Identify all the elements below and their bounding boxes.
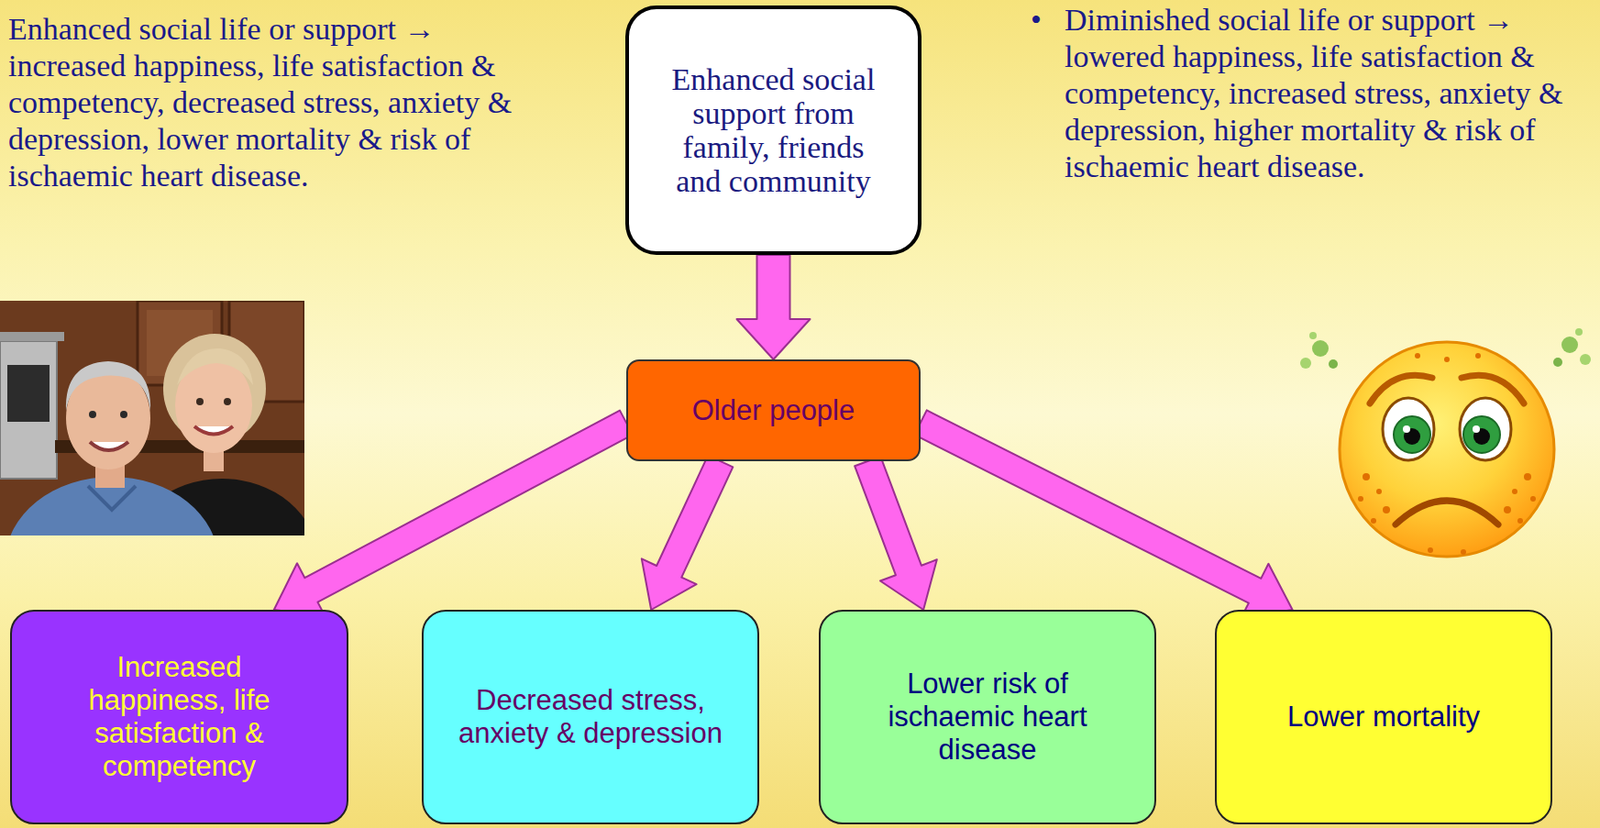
sad-face-emoji-part: [1328, 359, 1338, 369]
sad-face-emoji-part: [1395, 500, 1499, 525]
couple-photo-part: [88, 485, 136, 510]
block-arrow: [914, 409, 1292, 618]
sad-face-emoji-part: [1511, 488, 1518, 495]
sad-face-emoji-part: [1444, 356, 1450, 363]
sad-face-emoji-part: [1459, 397, 1512, 461]
sad-face-emoji-part: [1309, 331, 1317, 340]
couple-photo-part: [88, 410, 97, 419]
block-arrow: [737, 254, 811, 360]
sad-face-emoji-part: [1393, 416, 1431, 453]
couple-photo-part: [7, 364, 50, 422]
sad-face-emoji-part: [1553, 357, 1563, 367]
outcome-box: Lower mortality: [1214, 609, 1553, 825]
sad-face-emoji: [1300, 328, 1591, 557]
sad-face-emoji-part: [1530, 496, 1536, 502]
sad-face-emoji-part: [1382, 397, 1435, 461]
sad-face-emoji-part: [1402, 425, 1411, 433]
sad-face-emoji-part: [1370, 518, 1377, 524]
sad-face-emoji-part: [1362, 473, 1370, 481]
sad-face-emoji-part: [1460, 549, 1467, 555]
sad-face-emoji-part: [1339, 342, 1555, 557]
box-text: Lower risk of ischaemic heart disease: [854, 667, 1121, 767]
outcome-box: Decreased stress, anxiety & depression: [421, 609, 760, 825]
couple-photo-part: [176, 348, 254, 386]
box-text: Older people: [692, 394, 856, 428]
couple-photo-part: [89, 441, 129, 451]
couple-photo: [0, 300, 305, 536]
sad-face-emoji-part: [1579, 353, 1591, 365]
note-text: Diminished social life or support → lowe…: [1064, 1, 1567, 186]
sad-face-emoji-part: [1357, 496, 1364, 502]
sad-face-emoji-part: [1523, 473, 1532, 481]
bullet-mark: •: [1030, 1, 1059, 39]
subject-box: Older people: [626, 359, 921, 462]
sad-face-emoji-part: [1472, 425, 1480, 433]
sad-face-emoji-part: [1561, 336, 1578, 354]
outcome-box: Increased happiness, life satisfaction &…: [10, 609, 349, 825]
sad-face-emoji-part: [1414, 353, 1421, 359]
box-text: Increased happiness, life satisfaction &…: [46, 651, 313, 784]
sad-face-emoji-part: [1463, 416, 1501, 453]
couple-photo-part: [120, 410, 128, 419]
couple-photo-part: [194, 426, 233, 435]
sad-face-emoji-part: [1300, 357, 1312, 369]
sad-face-emoji-part: [1503, 506, 1512, 514]
couple-photo-part: [223, 397, 232, 406]
sad-face-emoji-part: [1427, 547, 1434, 553]
sad-face-emoji-part: [1475, 353, 1481, 359]
box-text: Decreased stress, anxiety & depression: [457, 684, 724, 751]
couple-photo-part: [66, 361, 151, 411]
couple-photo-part: [0, 331, 65, 342]
note-text: Enhanced social life or support → increa…: [8, 11, 552, 195]
outcome-box: Lower risk of ischaemic heart disease: [818, 609, 1157, 825]
sad-face-emoji-part: [1517, 518, 1523, 524]
source-box: Enhanced social support from family, fri…: [625, 5, 922, 255]
sad-face-emoji-part: [1382, 506, 1391, 514]
box-text: Lower mortality: [1287, 700, 1480, 734]
couple-photo-part: [0, 341, 57, 479]
sad-face-emoji-part: [1312, 340, 1329, 357]
block-arrow: [854, 456, 938, 610]
sad-face-emoji-part: [1575, 328, 1583, 336]
box-text: Enhanced social support from family, fri…: [659, 62, 889, 199]
block-arrow: [274, 410, 633, 618]
couple-photo-part: [196, 397, 204, 406]
sad-face-emoji-part: [1376, 488, 1382, 495]
block-arrow: [641, 455, 734, 610]
